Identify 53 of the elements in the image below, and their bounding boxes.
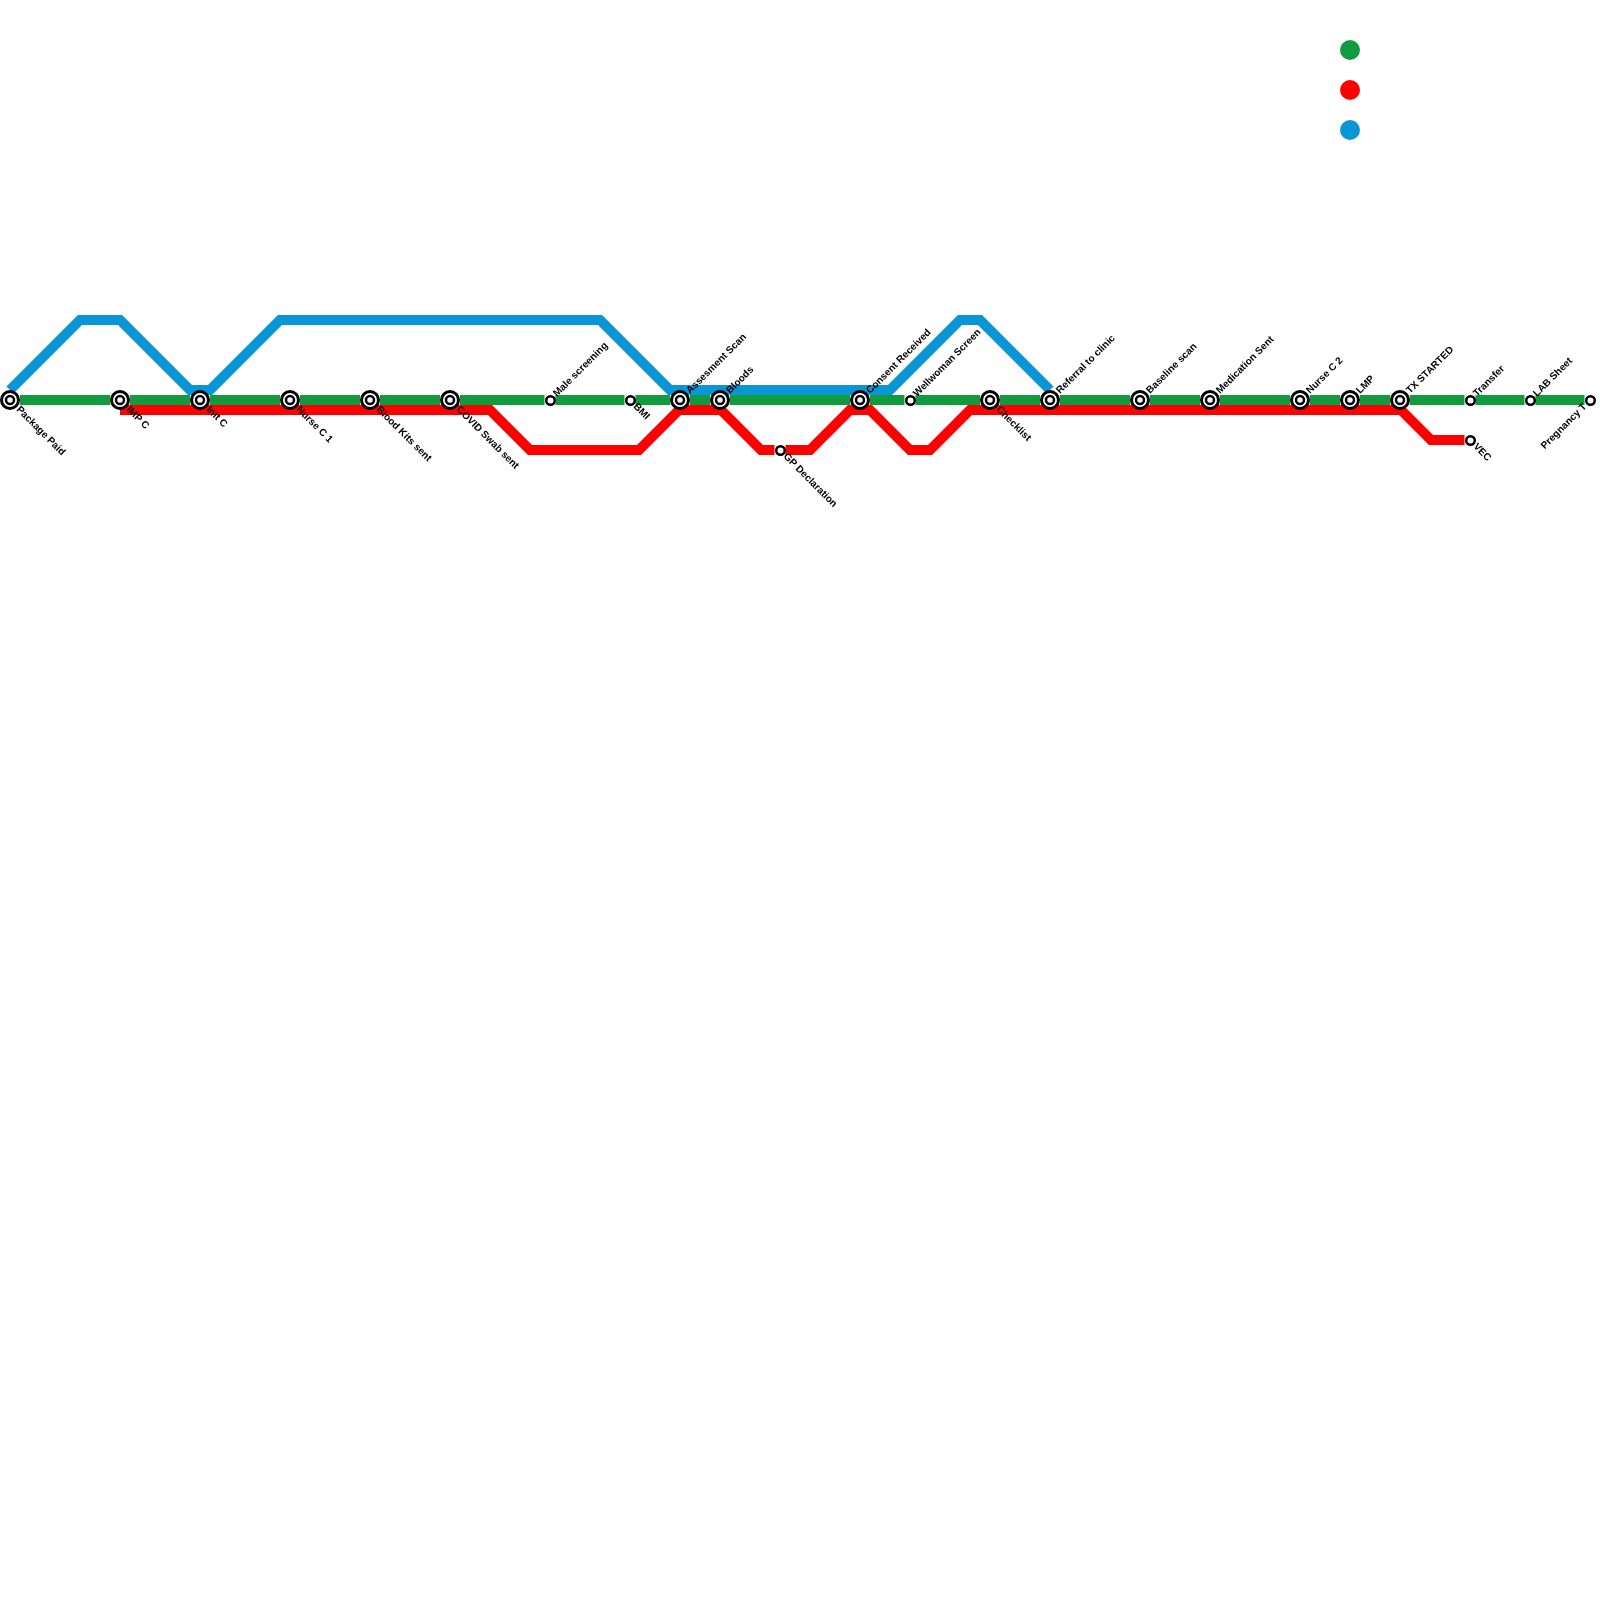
route-line (1535, 395, 1585, 405)
route-line (635, 395, 670, 405)
route-line (1396, 405, 1465, 445)
swatch-icon (1340, 40, 1360, 60)
route-line (1210, 405, 1300, 415)
route-line (730, 395, 850, 405)
route-line (1220, 395, 1290, 405)
route-line (300, 395, 360, 405)
route-line (1050, 405, 1140, 415)
swatch-icon (1340, 80, 1360, 100)
route-line (1140, 405, 1210, 415)
station-marker (1584, 394, 1596, 406)
route-line (870, 395, 905, 405)
route-line (785, 405, 860, 455)
station-label: Init C (203, 403, 230, 430)
route-line (380, 395, 440, 405)
route-line (1060, 395, 1130, 405)
route-line (990, 405, 1050, 415)
route-line (1300, 405, 1350, 415)
route-line (555, 395, 625, 405)
station-marker (1464, 434, 1476, 446)
swatch-icon (1340, 120, 1360, 140)
route-line (200, 405, 290, 415)
route-line (120, 405, 200, 415)
route-line (20, 395, 110, 405)
route-line (1310, 395, 1340, 405)
station-marker (904, 394, 916, 406)
route-line (370, 405, 450, 415)
route-line (1475, 395, 1525, 405)
route-line (460, 395, 545, 405)
route-line (680, 385, 720, 395)
station-marker (774, 444, 786, 456)
route-line (915, 395, 980, 405)
route-line (210, 395, 280, 405)
route-line (680, 405, 720, 415)
route-line (860, 315, 1054, 395)
route-line (690, 395, 710, 405)
station-marker (1464, 394, 1476, 406)
route-line (6, 315, 200, 395)
route-line (450, 405, 684, 455)
interchange-marker (1390, 390, 1410, 410)
route-line (1360, 395, 1390, 405)
route-line (130, 395, 190, 405)
route-line (200, 315, 680, 395)
route-line (720, 385, 860, 395)
route-line (1000, 395, 1040, 405)
route-line (716, 405, 775, 455)
route-line (1150, 395, 1200, 405)
station-label: IMP C (123, 403, 152, 432)
route-line (1350, 405, 1400, 415)
route-line (860, 405, 990, 455)
route-line (1410, 395, 1465, 405)
route-line (290, 405, 370, 415)
